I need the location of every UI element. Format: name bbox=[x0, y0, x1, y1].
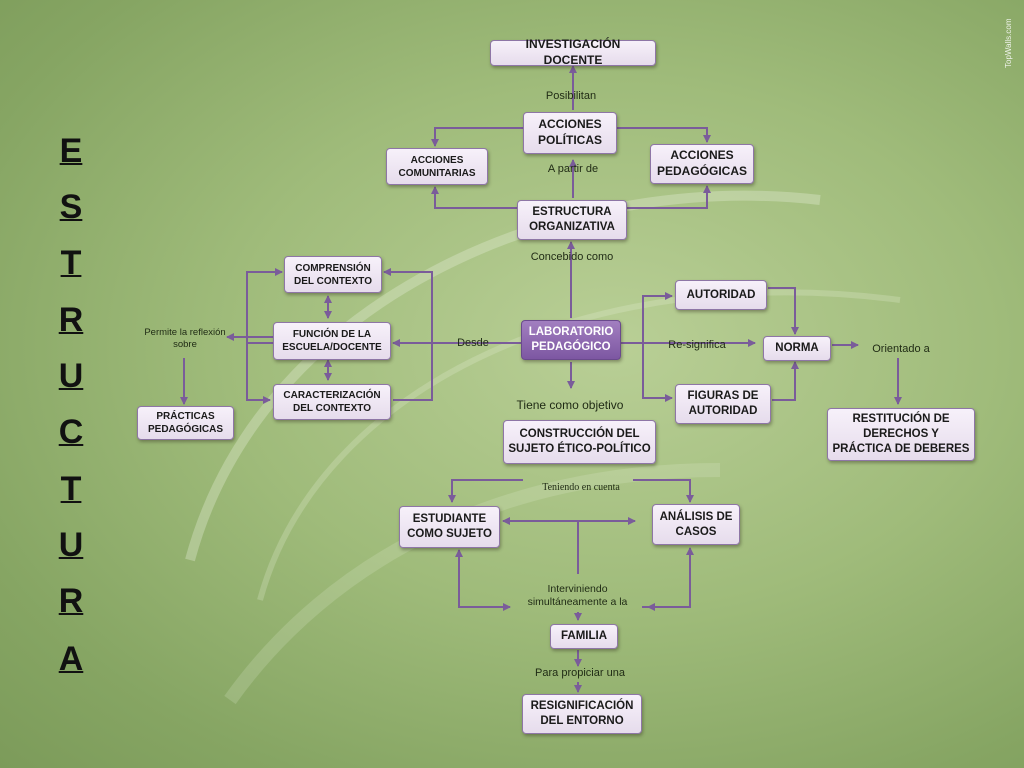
title-letter: R bbox=[58, 582, 84, 620]
label-teniendo-en-cuenta: Teniendo en cuenta bbox=[542, 482, 620, 493]
title-letter: T bbox=[60, 470, 82, 508]
label-posibilitan: Posibilitan bbox=[545, 90, 597, 102]
node-autoridad: AUTORIDAD bbox=[675, 280, 767, 310]
label-re-significa: Re-significa bbox=[668, 339, 726, 351]
node-norma: NORMA bbox=[763, 336, 831, 361]
node-resignificacion-entorno: RESIGNIFICACIÓN DEL ENTORNO bbox=[522, 694, 642, 734]
title-letter: R bbox=[58, 301, 84, 339]
title-letter: U bbox=[58, 357, 84, 395]
label-tiene-como-objetivo: Tiene como objetivo bbox=[516, 398, 624, 412]
node-funcion-escuela-docente: FUNCIÓN DE LA ESCUELA/DOCENTE bbox=[273, 322, 391, 360]
node-estructura-organizativa: ESTRUCTURA ORGANIZATIVA bbox=[517, 200, 627, 240]
node-practicas-pedagogicas: PRÁCTICAS PEDAGÓGICAS bbox=[137, 406, 234, 440]
node-acciones-pedagogicas: ACCIONES PEDAGÓGICAS bbox=[650, 144, 754, 184]
node-estudiante-sujeto: ESTUDIANTE COMO SUJETO bbox=[399, 506, 500, 548]
node-restitucion-derechos: RESTITUCIÓN DE DERECHOS Y PRÁCTICA DE DE… bbox=[827, 408, 975, 461]
node-investigacion-docente: INVESTIGACIÓN DOCENTE bbox=[490, 37, 656, 67]
label-desde: Desde bbox=[457, 337, 489, 349]
label-interviniendo: Interviniendo simultáneamente a la bbox=[527, 583, 628, 609]
label-a-partir-de: A partir de bbox=[547, 163, 599, 175]
node-caracterizacion-contexto: CARACTERIZACIÓN DEL CONTEXTO bbox=[273, 384, 391, 420]
node-construccion-sujeto: CONSTRUCCIÓN DEL SUJETO ÉTICO-POLÍTICO bbox=[503, 420, 656, 464]
title-letter: S bbox=[59, 188, 83, 226]
title-letter: T bbox=[60, 244, 82, 282]
node-analisis-casos: ANÁLISIS DE CASOS bbox=[652, 504, 740, 545]
node-figuras-autoridad: FIGURAS DE AUTORIDAD bbox=[675, 384, 771, 424]
node-comprension-contexto: COMPRENSIÓN DEL CONTEXTO bbox=[284, 256, 382, 293]
title-letter: C bbox=[58, 413, 84, 451]
title-letter: E bbox=[59, 132, 83, 170]
watermark: TopWalls.com bbox=[1004, 18, 1013, 69]
node-acciones-politicas: ACCIONES POLÍTICAS bbox=[523, 112, 617, 154]
label-permite-reflexion: Permite la reflexión sobre bbox=[144, 327, 226, 350]
node-acciones-comunitarias: ACCIONES COMUNITARIAS bbox=[386, 148, 488, 185]
node-laboratorio-pedagogico: LABORATORIO PEDAGÓGICO bbox=[521, 320, 621, 360]
node-familia: FAMILIA bbox=[550, 624, 618, 649]
label-para-propiciar: Para propiciar una bbox=[535, 667, 625, 679]
title-letter: U bbox=[58, 526, 84, 564]
title-letter: A bbox=[58, 640, 84, 678]
label-orientado-a: Orientado a bbox=[872, 343, 930, 355]
label-concebido-como: Concebido como bbox=[530, 251, 614, 263]
